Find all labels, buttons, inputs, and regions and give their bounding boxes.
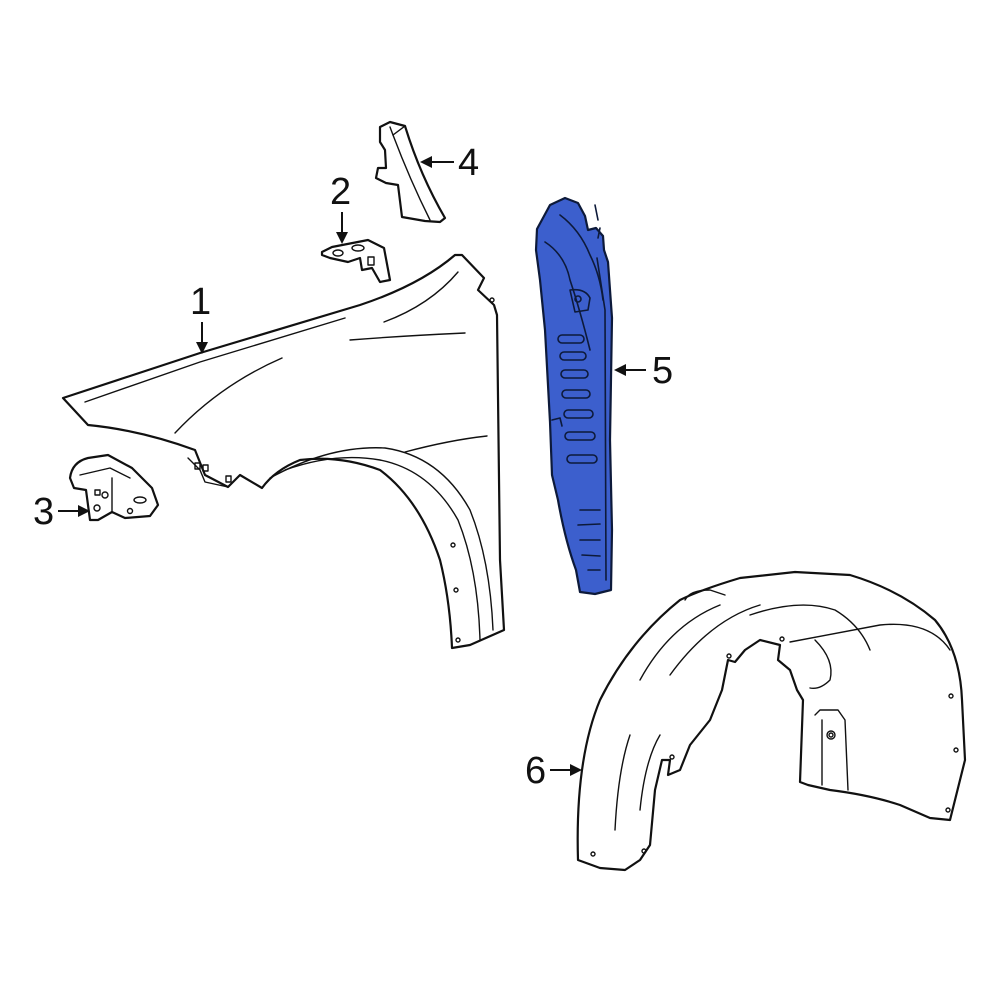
- callout-number-2: 2: [330, 171, 352, 213]
- callout-arrow-2: [336, 212, 348, 244]
- callout-arrow-3: [58, 505, 90, 517]
- callout-arrow-4: [420, 156, 454, 168]
- wheelhouse-liner-part: [576, 570, 967, 872]
- fender-support-bracket-part: [68, 453, 160, 522]
- fender-side-panel-highlighted: [534, 196, 614, 596]
- fender-bracket-part: [320, 238, 392, 284]
- fender-insulator-part: [374, 120, 447, 224]
- fender-part: [61, 253, 506, 650]
- callout-number-4: 4: [458, 142, 480, 184]
- callout-arrow-1: [196, 322, 208, 354]
- callout-number-3: 3: [33, 491, 55, 533]
- callout-arrow-5: [614, 364, 646, 376]
- callout-number-6: 6: [525, 750, 547, 792]
- callout-number-1: 1: [190, 281, 212, 323]
- callout-arrow-6: [550, 764, 582, 776]
- callout-number-5: 5: [652, 350, 674, 392]
